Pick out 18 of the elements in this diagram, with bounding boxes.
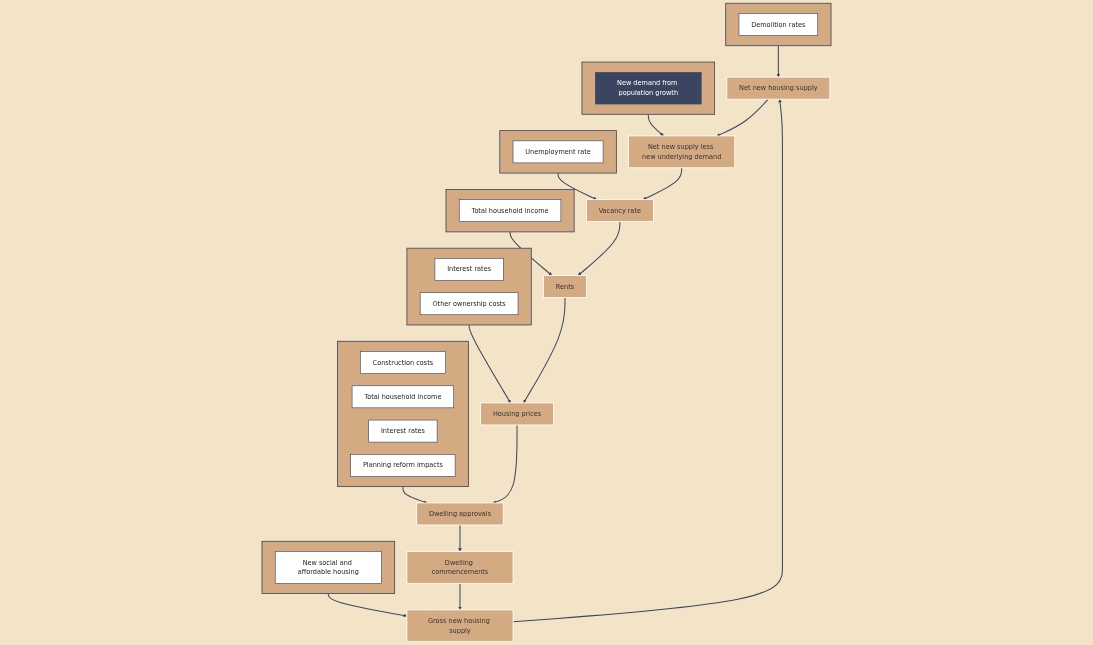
arrow: [327, 593, 408, 618]
cluster: [581, 61, 716, 115]
arrow: [523, 297, 566, 404]
arrow: [512, 99, 783, 623]
cluster: [499, 130, 617, 174]
arrow: [458, 524, 462, 552]
arrow: [776, 45, 781, 78]
arrow: [647, 113, 664, 137]
arrow: [557, 172, 597, 200]
arrow: [468, 324, 511, 404]
cluster: [725, 2, 832, 47]
arrow: [577, 221, 621, 276]
arrow: [642, 167, 683, 200]
cluster: [406, 247, 532, 326]
cluster: [445, 189, 575, 233]
cluster: [261, 540, 396, 594]
arrow: [458, 582, 462, 611]
cluster: [337, 340, 469, 488]
